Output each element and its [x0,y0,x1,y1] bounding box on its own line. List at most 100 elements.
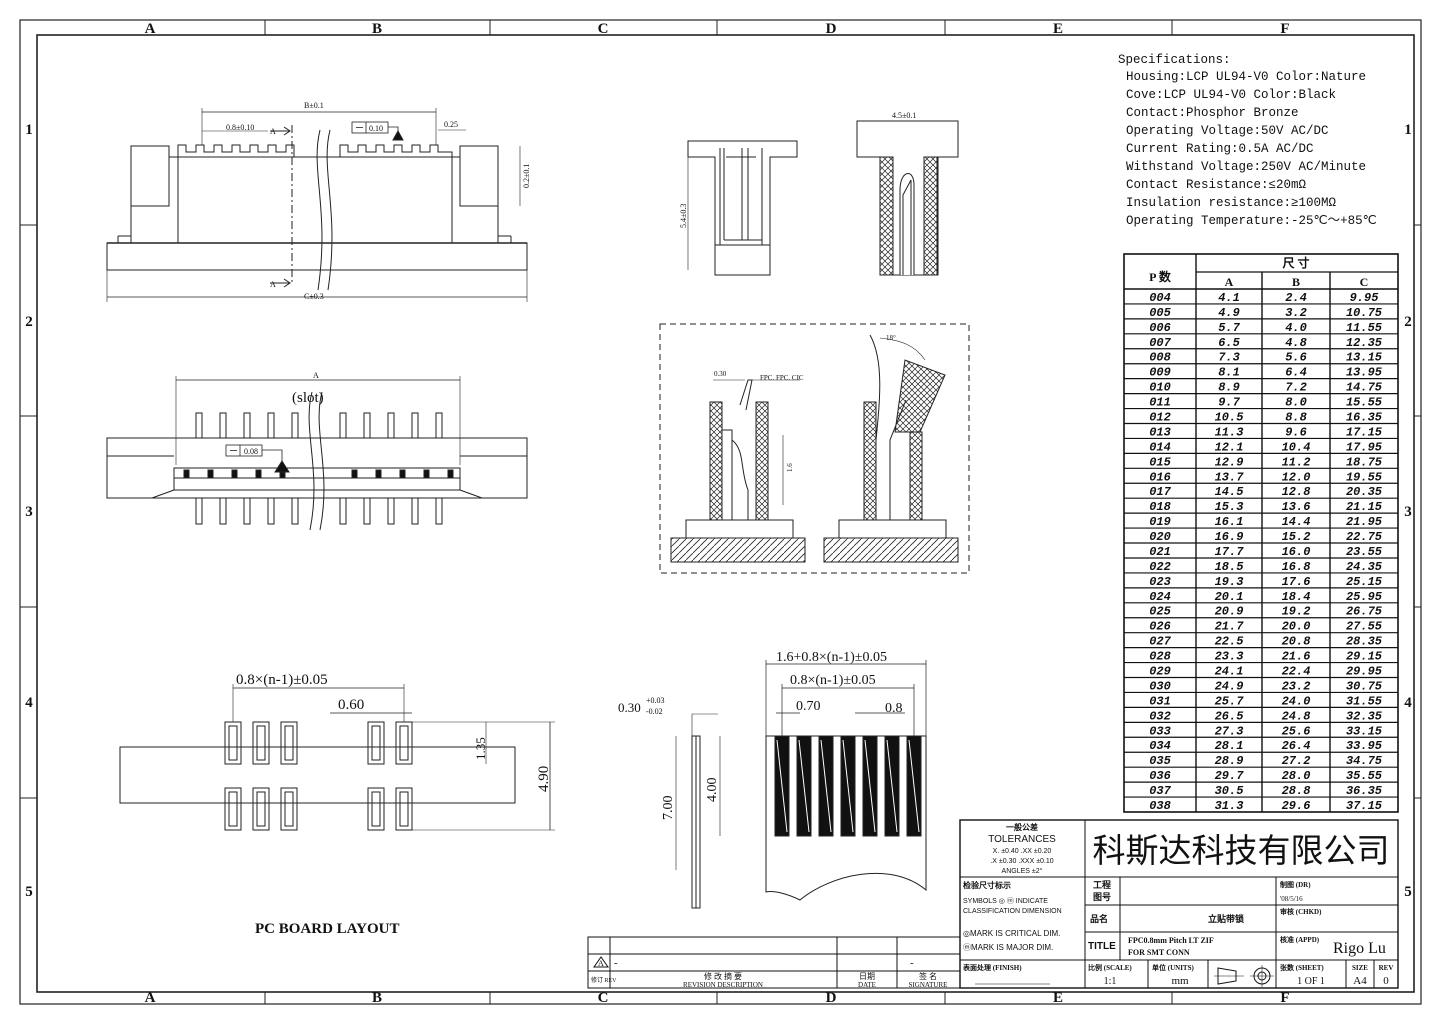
table-cell-dim: 28.1 [1215,739,1244,753]
critical-mark-note: ◎MARK IS CRITICAL DIM. [963,929,1060,938]
table-cell-pins: 026 [1149,620,1171,634]
table-cell-dim: 35.55 [1346,769,1383,783]
table-cell-pins: 020 [1149,530,1171,544]
spec-line: Insulation resistance:≥100MΩ [1126,196,1337,210]
approved-signature: Rigo Lu [1333,940,1386,957]
dim-030-label: 0.30 [714,370,727,378]
desc-col-en: REVISION DESCRIPTION [683,981,763,989]
rev-label: REV [1379,964,1394,972]
slot-label: (slot) [292,390,324,406]
top-view [106,108,528,302]
rev-sig-value: - [910,957,914,969]
spec-line: Operating Voltage:50V AC/DC [1126,124,1329,138]
table-cell-dim: 9.7 [1218,396,1240,410]
table-cell-dim: 20.35 [1346,485,1383,499]
table-cell-pins: 010 [1149,381,1171,395]
table-cell-dim: 20.0 [1282,620,1311,634]
table-cell-pins: 031 [1149,694,1171,708]
table-cell-dim: 14.4 [1282,515,1311,529]
table-cell-dim: 13.15 [1346,351,1383,365]
table-cell-dim: 27.2 [1282,754,1311,768]
table-cell-dim: 20.8 [1282,635,1311,649]
table-cell-dim: 10.75 [1346,306,1383,320]
fpc-tol-minus: -0.02 [646,707,663,716]
table-cell-dim: 18.5 [1215,560,1245,574]
table-cell-pins: 022 [1149,560,1171,574]
table-cell-dim: 16.9 [1215,530,1244,544]
table-cell-pins: 009 [1149,366,1171,380]
table-cell-dim: 25.95 [1346,590,1383,604]
table-cell-pins: 007 [1149,336,1171,350]
table-cell-pins: 023 [1149,575,1171,589]
tolerance-en: TOLERANCES [988,834,1056,845]
col-label-e-top: E [1053,21,1063,37]
table-cell-dim: 4.8 [1285,336,1307,350]
table-cell-dim: 26.75 [1346,605,1383,619]
table-header-b: B [1292,275,1300,289]
table-cell-dim: 36.35 [1346,784,1383,798]
row-label-1-right: 1 [1404,122,1412,138]
fpc-top [765,660,927,901]
table-cell-dim: 25.6 [1282,724,1311,738]
dim-b-label: B±0.1 [304,101,324,110]
sig-col-cn: 签 名 [919,971,937,981]
dim-height-label: 5.4±0.3 [679,204,688,228]
table-cell-dim: 22.4 [1282,665,1311,679]
specifications: Specifications: Housing:LCP UL94-V0 Colo… [1118,53,1377,228]
table-cell-dim: 29.95 [1346,665,1383,679]
table-header-group: 尺 寸 [1282,255,1309,270]
date-col-cn: 日期 [859,972,875,981]
col-label-c-bottom: C [598,990,609,1006]
table-cell-pins: 017 [1149,485,1171,499]
tolerance-line3: ANGLES ±2° [1002,867,1043,875]
table-cell-dim: 33.95 [1346,739,1383,753]
table-cell-dim: 13.6 [1282,500,1311,514]
table-cell-dim: 5.7 [1218,321,1240,335]
table-cell-dim: 13.7 [1215,470,1245,484]
rev-col-label: 修订 REV [591,976,617,984]
col-label-f-bottom: F [1280,990,1289,1006]
table-cell-pins: 034 [1149,739,1171,753]
col-label-c-top: C [598,21,609,37]
table-cell-dim: 8.1 [1218,366,1240,380]
table-cell-dim: 16.35 [1346,410,1383,424]
table-cell-dim: 11.3 [1215,425,1244,439]
table-header-p: P 数 [1149,269,1172,284]
table-cell-dim: 26.4 [1282,739,1311,753]
table-cell-dim: 9.95 [1350,291,1380,305]
table-cell-dim: 6.4 [1285,366,1307,380]
table-cell-dim: 28.35 [1346,635,1383,649]
fpc-thickness-label: 0.30 [618,700,641,715]
dim-c-label: C±0.3 [304,292,324,301]
table-cell-dim: 28.0 [1282,769,1311,783]
sig-col-en: SIGNATURE [909,981,948,989]
row-label-4-right: 4 [1404,695,1412,711]
table-cell-dim: 30.5 [1215,784,1245,798]
title-block [959,819,1399,989]
row-label-5-left: 5 [25,884,33,900]
table-cell-dim: 26.5 [1215,709,1245,723]
major-mark-note: ⓜMARK IS MAJOR DIM. [963,943,1053,952]
table-cell-dim: 21.95 [1346,515,1383,529]
rev-value: 0 [1383,975,1389,987]
rev-mark: A [598,959,604,968]
revision-block [587,936,961,989]
table-cell-dim: 12.1 [1215,440,1244,454]
table-header-a: A [1225,275,1234,289]
table-cell-dim: 12.9 [1215,455,1244,469]
table-cell-dim: 28.8 [1282,784,1311,798]
table-cell-dim: 10.5 [1215,410,1245,424]
table-cell-dim: 29.7 [1215,769,1245,783]
part-name-value: 立贴带锁 [1208,913,1244,924]
date-col-en: DATE [858,981,876,989]
scale-value: 1:1 [1104,976,1117,987]
title-value-2: FOR SMT CONN [1128,948,1190,957]
table-cell-dim: 20.1 [1215,590,1244,604]
table-cell-dim: 12.8 [1282,485,1311,499]
table-cell-dim: 5.6 [1285,351,1307,365]
table-cell-pins: 025 [1149,605,1171,619]
fpc-070-label: 0.70 [796,699,821,714]
zone-ticks [20,20,1421,1004]
section-detail-right [823,334,959,563]
